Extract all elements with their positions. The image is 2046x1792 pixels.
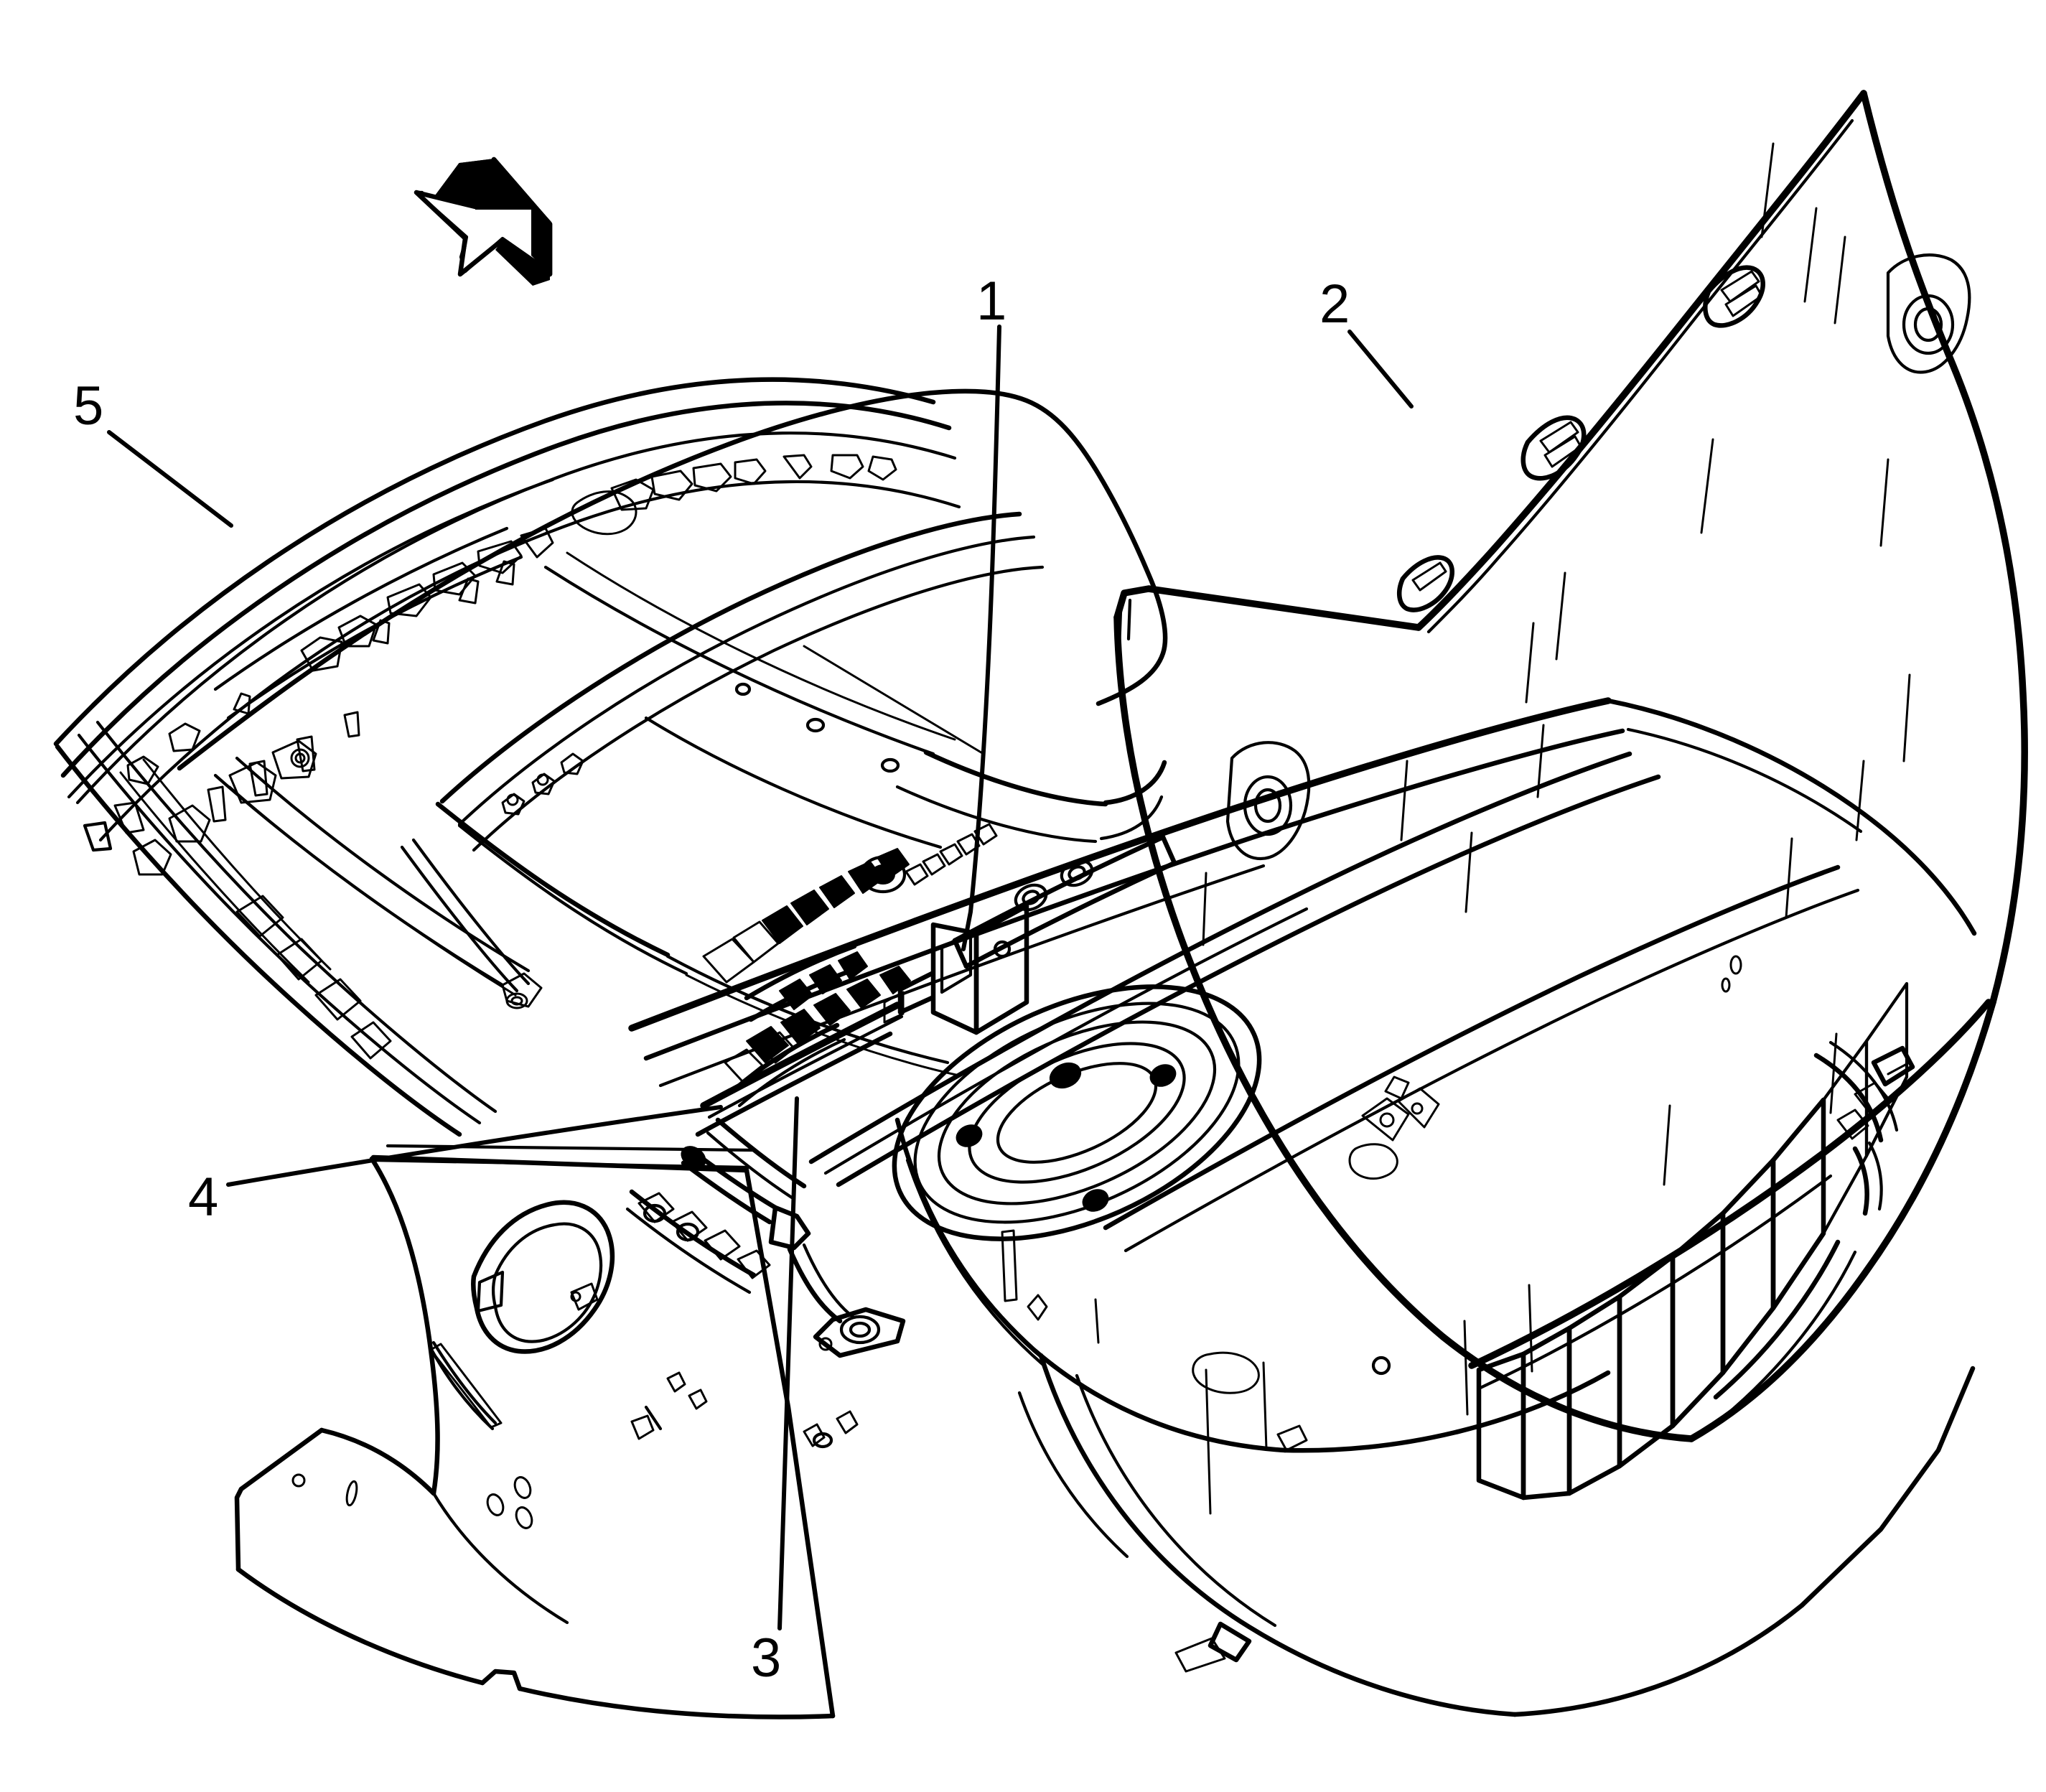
rear-body-structure xyxy=(628,697,1992,1717)
wheelhouse-opening xyxy=(470,1200,615,1354)
convertible-top-roof-panel xyxy=(177,388,1168,1077)
callout-label-5: 5 xyxy=(73,375,104,437)
rear-quarter-outer-panel xyxy=(234,1144,836,1719)
top-stack-linkage xyxy=(625,823,998,1449)
rear-floor-panel-detail xyxy=(1001,1229,1391,1559)
leader-line-2 xyxy=(1347,330,1414,409)
right-rear-body-side xyxy=(1713,1040,1915,1414)
callout-label-3: 3 xyxy=(751,1628,782,1689)
callout-label-4: 4 xyxy=(188,1167,219,1228)
callout-label-2: 2 xyxy=(1319,274,1350,335)
latch-striker-bracket xyxy=(695,834,1177,1137)
rear-compartment-lid-panel xyxy=(1113,90,2028,1442)
quarter-window-frame xyxy=(55,711,543,1137)
leader-line-1 xyxy=(961,325,1001,951)
front-roof-header-rail xyxy=(53,377,961,852)
callout-leader-lines xyxy=(107,325,1414,1630)
callout-label-1: 1 xyxy=(976,271,1007,332)
leader-line-4 xyxy=(226,1105,723,1187)
vehicle-front-direction-arrow xyxy=(414,157,553,286)
leader-line-3 xyxy=(777,1096,799,1630)
leader-line-5 xyxy=(107,430,233,528)
